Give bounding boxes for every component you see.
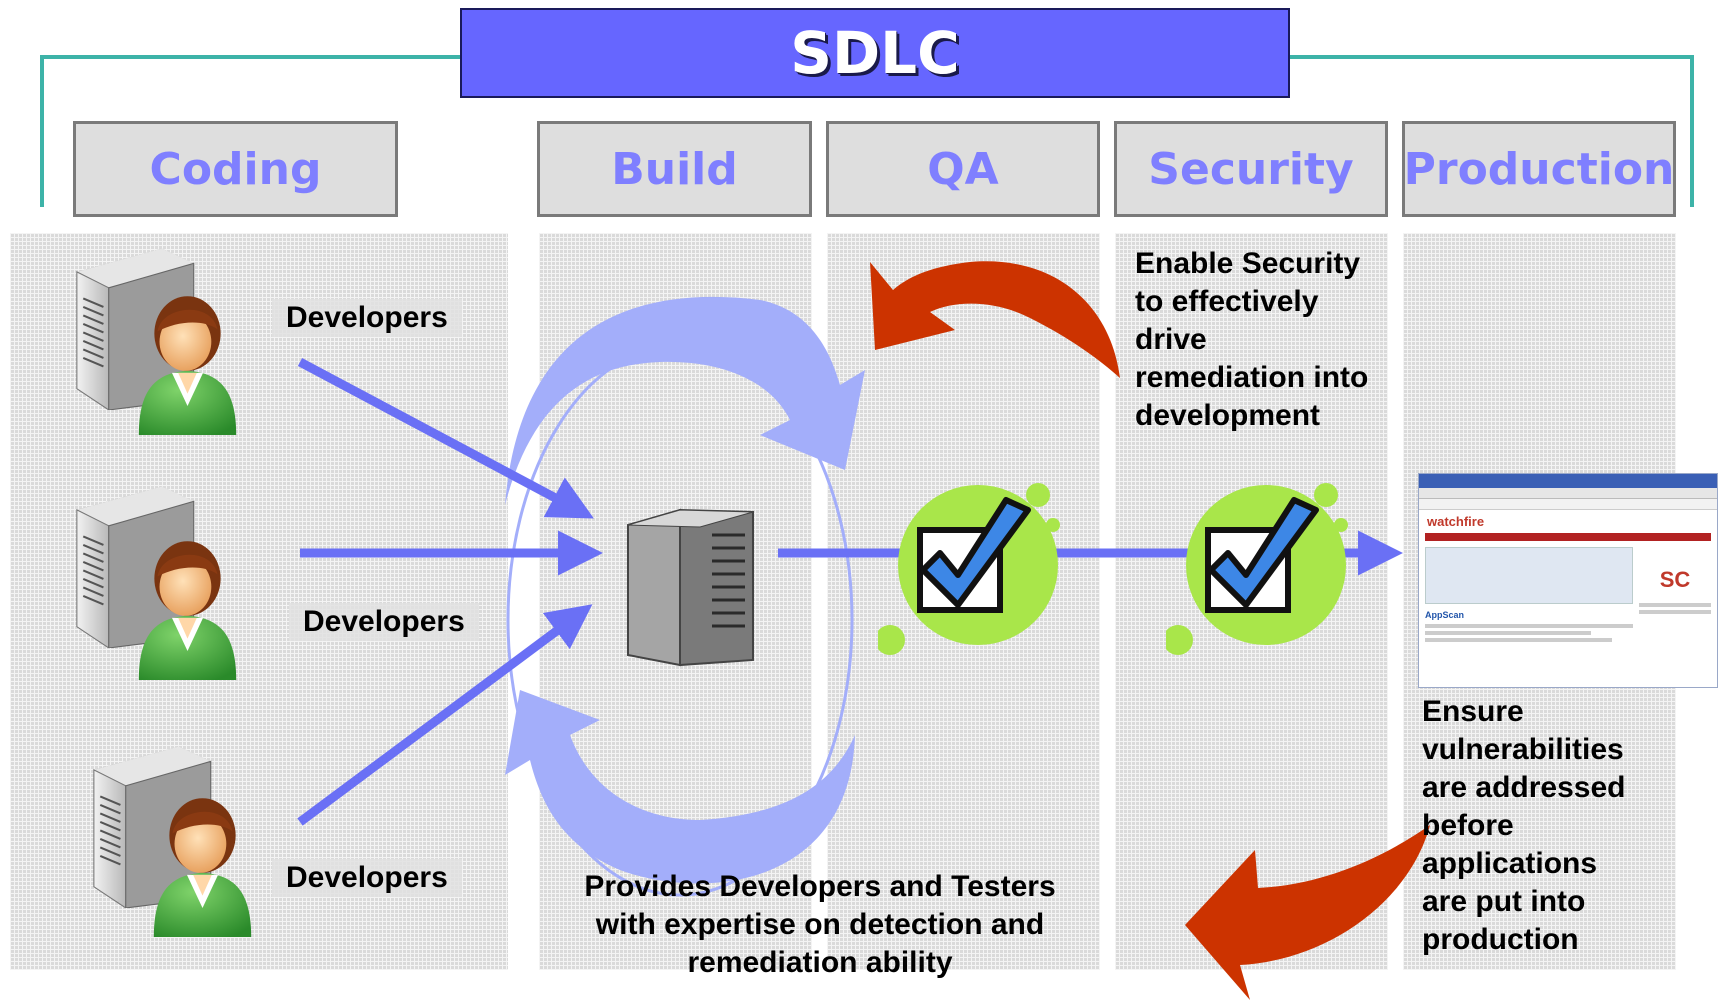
production-note-line: Ensure [1422,695,1524,728]
webpage-screenshot: watchfire AppScan SC [1418,473,1718,688]
stage-build-label: Build [611,143,738,195]
stage-security: Security [1114,121,1388,217]
dev-arrow-1 [297,358,594,519]
production-note-line: are put into [1422,885,1586,918]
security-note-line: development [1135,399,1321,432]
site-logo: watchfire [1427,514,1485,529]
checkmark-icon [875,483,1060,655]
security-note-line: Enable Security [1135,247,1361,280]
stage-coding: Coding [73,121,398,217]
sdlc-bracket-right [1285,55,1694,207]
build-server-icon [627,508,754,667]
security-note-line: remediation into [1135,361,1369,394]
stage-qa: QA [826,121,1100,217]
cycle-arrow-icon [505,296,865,505]
sdlc-title: SDLC [790,19,960,87]
checkmark-icon [1163,483,1348,655]
site-badge: SC [1659,567,1691,592]
browser-titlebar [1419,474,1717,488]
sdlc-title-box: SDLC [460,8,1290,98]
production-note-line: are addressed [1422,771,1626,804]
sdlc-bracket-left [40,55,469,207]
cycle-arrow-icon [505,690,855,884]
curved-arrow-icon [1185,825,1430,1000]
site-hero [1425,547,1633,604]
production-note-line: applications [1422,847,1598,880]
bottom-note-line: remediation ability [687,946,953,979]
security-note-line: drive [1135,323,1207,356]
production-note-line: production [1422,923,1579,956]
site-product: AppScan [1425,610,1465,620]
stage-security-label: Security [1148,143,1354,195]
security-note: Enable Security to effectively drive rem… [1135,245,1368,435]
dev-arrow-3 [297,604,593,826]
stage-coding-label: Coding [149,143,322,195]
browser-addressbar [1419,499,1717,510]
developers-label-2: Developers [289,603,479,641]
production-note: Ensure vulnerabilities are addressed bef… [1422,693,1625,959]
production-note-line: before [1422,809,1514,842]
bottom-note-line: Provides Developers and Testers [584,870,1056,903]
stage-production: Production [1402,121,1676,217]
production-note-line: vulnerabilities [1422,733,1624,766]
developers-label-1: Developers [272,299,462,337]
browser-toolbar [1419,488,1717,499]
site-navbar [1425,533,1711,541]
bottom-note-line: with expertise on detection and [595,908,1045,941]
stage-production-label: Production [1403,143,1675,195]
developers-label-3: Developers [272,859,462,897]
bottom-note: Provides Developers and Testers with exp… [560,868,1080,982]
security-note-line: to effectively [1135,285,1319,318]
curved-arrow-icon [870,261,1120,378]
stage-qa-label: QA [927,143,999,195]
stage-build: Build [537,121,812,217]
